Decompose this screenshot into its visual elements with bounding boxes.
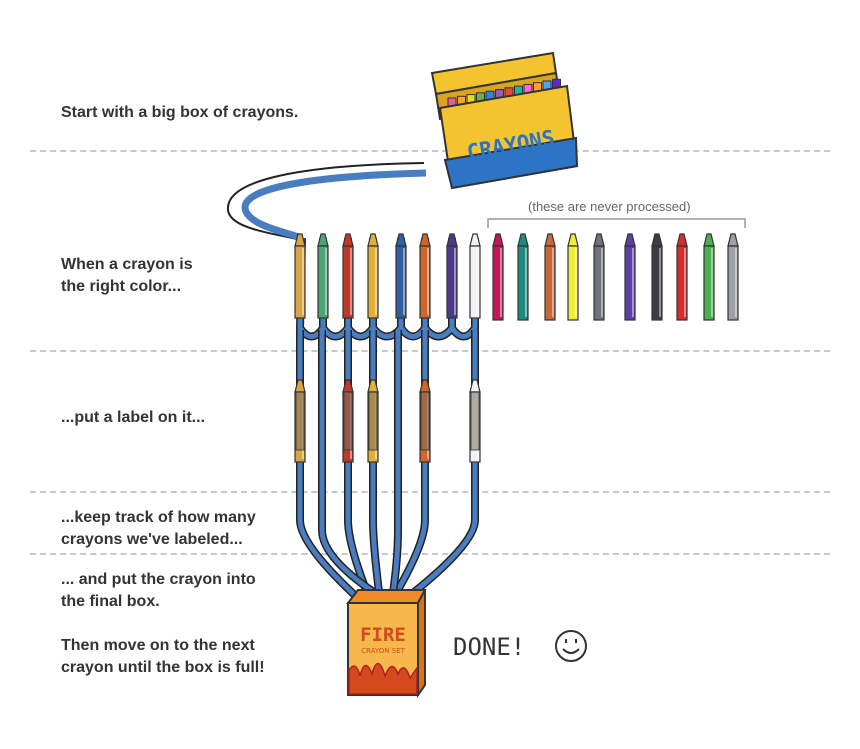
step-start: Start with a big box of crayons. <box>61 102 298 124</box>
divider-4 <box>30 553 830 555</box>
crayon-label <box>470 391 480 451</box>
pipe-network <box>295 237 479 604</box>
done-text: DONE! <box>453 633 525 661</box>
step-filter: When a crayon is the right color... <box>61 254 193 298</box>
crayon-label <box>343 391 353 451</box>
step-start-text: Start with a big box of crayons. <box>61 104 299 121</box>
labeled-crayon <box>294 379 306 463</box>
source-crayon-box: CRAYONS <box>430 51 579 190</box>
crayon-label <box>295 391 305 451</box>
labeled-crayon <box>342 379 354 463</box>
step-label: ...put a label on it... <box>61 407 205 429</box>
final-crayon-box: FIRE CRAYON SET <box>345 589 427 699</box>
unprocessed-crayon <box>703 233 715 321</box>
labeled-crayon <box>367 379 379 463</box>
labeled-crayon <box>419 379 431 463</box>
unprocessed-bracket <box>487 218 746 228</box>
smiley-icon <box>555 630 587 662</box>
processed-crayons <box>294 233 481 319</box>
drop-pipe-outline <box>344 330 374 602</box>
fire-flames <box>348 662 418 695</box>
crayon-label <box>420 391 430 451</box>
unprocessed-crayon <box>676 233 688 321</box>
drop-pipe <box>297 330 362 602</box>
step-label-text: ...put a label on it... <box>61 409 206 426</box>
processed-crayon <box>317 233 329 319</box>
processed-crayon <box>342 233 354 319</box>
intake-pipe <box>241 169 427 242</box>
step-repeat-text: Then move on to the next crayon until th… <box>61 637 265 676</box>
processed-crayon <box>419 233 431 319</box>
processed-crayon <box>395 233 407 319</box>
unprocessed-crayon <box>727 233 739 321</box>
processed-crayon <box>446 233 458 319</box>
unprocessed-crayon <box>624 233 636 321</box>
final-box-subtitle: CRAYON SET <box>361 647 405 655</box>
unprocessed-crayon <box>567 233 579 321</box>
divider-1 <box>30 150 830 152</box>
drop-pipe <box>402 330 478 602</box>
labeled-crayons <box>294 379 481 463</box>
processed-crayon <box>294 233 306 319</box>
step-count-text: ...keep track of how many crayons we've … <box>61 509 256 548</box>
final-box-title: FIRE <box>360 624 406 646</box>
unprocessed-crayon <box>544 233 556 321</box>
step-box-text: ... and put the crayon into the final bo… <box>61 571 256 610</box>
unprocessed-crayon <box>593 233 605 321</box>
labeled-crayon <box>469 379 481 463</box>
unprocessed-note: (these are never processed) <box>528 199 691 214</box>
drop-pipe <box>370 330 383 601</box>
unprocessed-crayons <box>492 233 739 321</box>
serpentine-pipe <box>297 237 478 339</box>
intake-pipe-outline <box>226 162 425 241</box>
crayon-label <box>368 391 378 451</box>
unprocessed-crayon <box>651 233 663 321</box>
unprocessed-crayon <box>492 233 504 321</box>
step-repeat: Then move on to the next crayon until th… <box>61 635 265 679</box>
processed-crayon <box>469 233 481 319</box>
processed-crayon <box>367 233 379 319</box>
divider-2 <box>30 350 830 352</box>
step-filter-text: When a crayon is the right color... <box>61 256 193 295</box>
step-count: ...keep track of how many crayons we've … <box>61 507 256 551</box>
unprocessed-crayon <box>517 233 529 321</box>
step-box: ... and put the crayon into the final bo… <box>61 569 256 613</box>
drop-pipe <box>389 330 428 602</box>
divider-3 <box>30 491 830 493</box>
